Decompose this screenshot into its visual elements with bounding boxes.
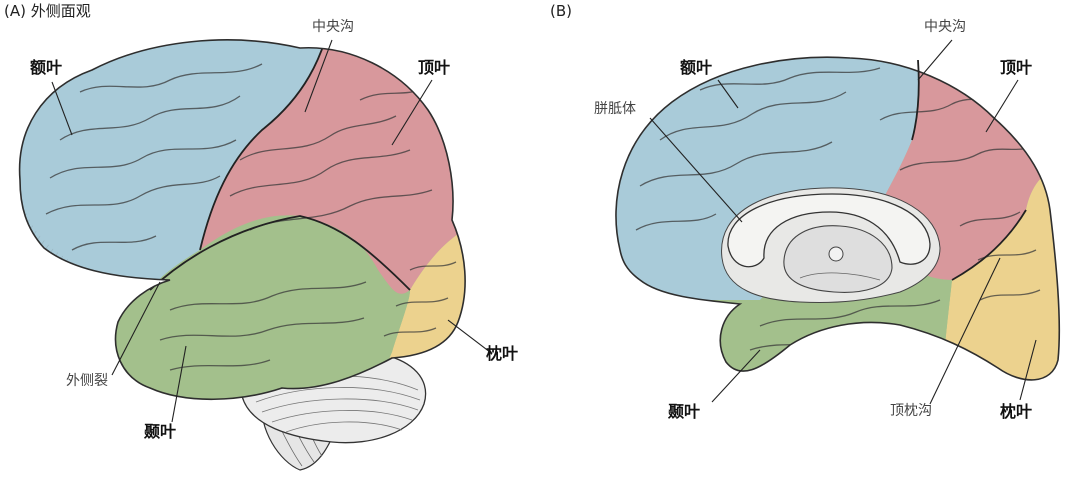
panel-b-heading: (B) — [550, 4, 572, 19]
label-central-sulcus-a: 中央沟 — [312, 19, 354, 35]
label-temporal-lobe-a: 颞叶 — [144, 422, 177, 441]
label-corpus-callosum-b: 胼胝体 — [594, 101, 636, 117]
label-temporal-lobe-b: 颞叶 — [668, 402, 701, 421]
label-frontal-lobe-a: 额叶 — [30, 58, 63, 77]
label-occipital-lobe-a: 枕叶 — [486, 344, 519, 363]
panel-a-letter: (A) — [4, 2, 26, 20]
occipital-lobe-b — [940, 160, 1060, 380]
panel-a-title: 外侧面观 — [30, 2, 91, 20]
label-parieto-occipital-sulcus-b: 顶枕沟 — [890, 403, 932, 419]
leader-lines-a — [51, 39, 491, 423]
panel-a-heading: (A) 外侧面观 — [4, 4, 91, 19]
panel-b-letter: (B) — [550, 2, 572, 20]
label-parietal-lobe-a: 顶叶 — [418, 58, 451, 77]
label-parietal-lobe-b: 顶叶 — [1000, 58, 1033, 77]
leader-lines-b — [649, 39, 1037, 405]
medial-view-brain — [615, 56, 1061, 381]
label-occipital-lobe-b: 枕叶 — [1000, 402, 1033, 421]
corpus-callosum-b — [727, 193, 931, 268]
label-frontal-lobe-b: 额叶 — [680, 58, 713, 77]
label-central-sulcus-b: 中央沟 — [924, 19, 966, 35]
label-lateral-fissure-a: 外侧裂 — [66, 373, 108, 389]
